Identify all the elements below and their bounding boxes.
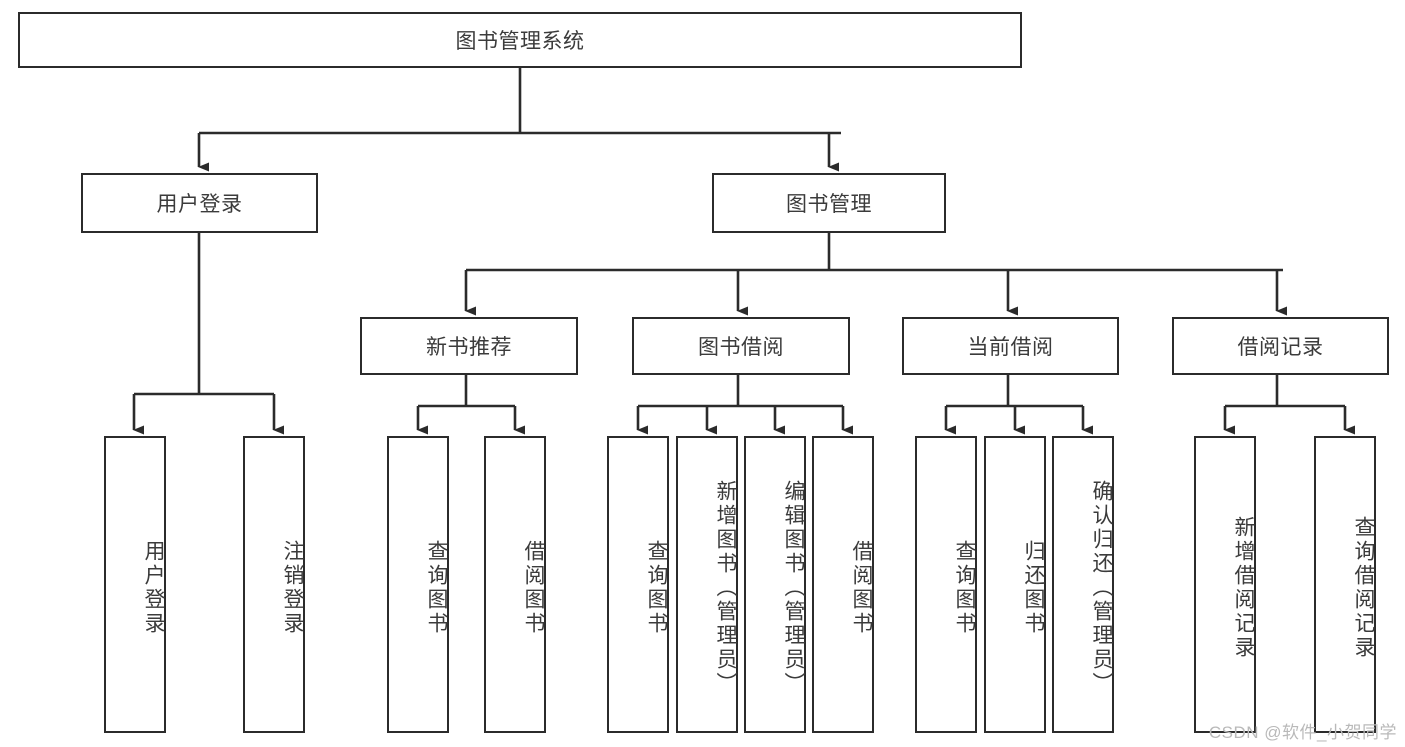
node-user-login-label: 用户登录 <box>156 193 243 216</box>
node-root[interactable]: 图书管理系统 <box>18 12 1022 68</box>
node-new-book-rec[interactable]: 新书推荐 <box>360 317 578 375</box>
node-leaf-query-record-label: 查询借阅记录 <box>1352 515 1375 660</box>
node-leaf-logout-label: 注销登录 <box>281 539 304 636</box>
node-leaf-return-book[interactable]: 归还图书 <box>984 436 1046 733</box>
node-leaf-borrow-book-2-label: 借阅图书 <box>850 539 873 636</box>
node-book-borrow[interactable]: 图书借阅 <box>632 317 850 375</box>
node-book-borrow-label: 图书借阅 <box>698 336 784 359</box>
node-leaf-confirm-return-label: 确认归还（管理员） <box>1090 479 1113 696</box>
node-leaf-query-record[interactable]: 查询借阅记录 <box>1314 436 1376 733</box>
node-borrow-record[interactable]: 借阅记录 <box>1172 317 1389 375</box>
watermark-text: CSDN @软件_小贺同学 <box>1208 723 1397 742</box>
node-leaf-add-record-label: 新增借阅记录 <box>1232 515 1255 660</box>
node-leaf-query-book-1-label: 查询图书 <box>425 539 448 636</box>
node-current-borrow[interactable]: 当前借阅 <box>902 317 1119 375</box>
node-leaf-logout[interactable]: 注销登录 <box>243 436 305 733</box>
node-leaf-borrow-book-1-label: 借阅图书 <box>522 539 545 636</box>
node-leaf-query-book-2[interactable]: 查询图书 <box>607 436 669 733</box>
node-book-manage-label: 图书管理 <box>786 193 872 216</box>
node-leaf-user-login-label: 用户登录 <box>142 539 165 636</box>
node-leaf-confirm-return[interactable]: 确认归还（管理员） <box>1052 436 1114 733</box>
node-leaf-borrow-book-1[interactable]: 借阅图书 <box>484 436 546 733</box>
node-leaf-query-book-1[interactable]: 查询图书 <box>387 436 449 733</box>
node-leaf-query-book-2-label: 查询图书 <box>645 539 668 636</box>
node-leaf-query-book-3[interactable]: 查询图书 <box>915 436 977 733</box>
node-book-manage[interactable]: 图书管理 <box>712 173 946 233</box>
node-leaf-add-book-label: 新增图书（管理员） <box>714 479 737 696</box>
node-borrow-record-label: 借阅记录 <box>1237 336 1324 359</box>
node-user-login[interactable]: 用户登录 <box>81 173 318 233</box>
node-leaf-user-login[interactable]: 用户登录 <box>104 436 166 733</box>
node-leaf-edit-book[interactable]: 编辑图书（管理员） <box>744 436 806 733</box>
node-current-borrow-label: 当前借阅 <box>967 336 1054 359</box>
node-leaf-query-book-3-label: 查询图书 <box>953 539 976 636</box>
node-leaf-add-record[interactable]: 新增借阅记录 <box>1194 436 1256 733</box>
node-new-book-rec-label: 新书推荐 <box>426 336 512 359</box>
node-leaf-return-book-label: 归还图书 <box>1022 539 1045 636</box>
node-leaf-borrow-book-2[interactable]: 借阅图书 <box>812 436 874 733</box>
node-leaf-edit-book-label: 编辑图书（管理员） <box>782 479 805 696</box>
node-leaf-add-book[interactable]: 新增图书（管理员） <box>676 436 738 733</box>
node-root-label: 图书管理系统 <box>455 30 585 53</box>
